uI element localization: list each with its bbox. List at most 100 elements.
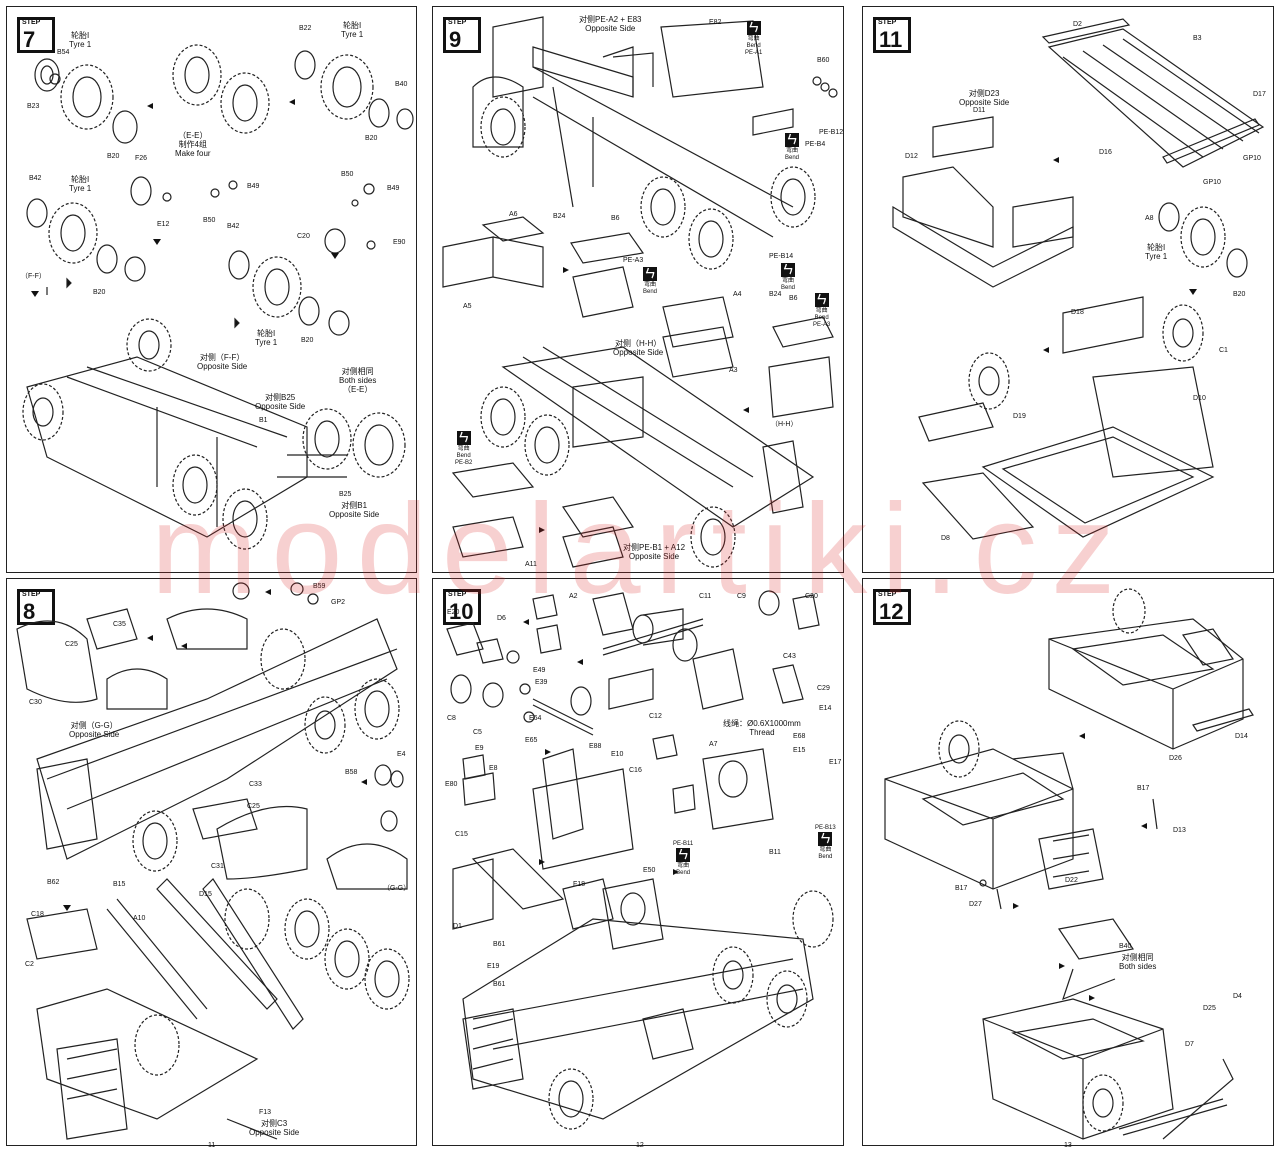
label-d22: D22 bbox=[1065, 877, 1078, 884]
label-c2: C2 bbox=[25, 961, 34, 968]
label-e50: E50 bbox=[643, 867, 656, 874]
label-d12: D12 bbox=[905, 153, 918, 160]
label-b58: B58 bbox=[345, 769, 358, 776]
label-b23: B23 bbox=[27, 103, 40, 110]
page-number-left: 11 bbox=[208, 1142, 216, 1149]
label-pe-b4: PE-B4 bbox=[805, 141, 826, 148]
label-a4: A4 bbox=[733, 291, 742, 298]
label-d7: D7 bbox=[1185, 1041, 1194, 1048]
label-e17: E17 bbox=[829, 759, 842, 766]
label-f18: F18 bbox=[573, 881, 586, 888]
label-d13: D13 bbox=[1173, 827, 1186, 834]
label-b17-b: B17 bbox=[955, 885, 968, 892]
label-b49: B49 bbox=[247, 183, 260, 190]
step-9-drawing bbox=[442, 16, 838, 568]
label-d6: D6 bbox=[497, 615, 506, 622]
label-b6: B6 bbox=[611, 215, 620, 222]
label-b54: B54 bbox=[57, 49, 70, 56]
label-b24-b: B24 bbox=[769, 291, 782, 298]
label-c43: C43 bbox=[783, 653, 796, 660]
label-c25: C25 bbox=[65, 641, 78, 648]
label-e9: E9 bbox=[475, 745, 484, 752]
label-b59: B59 bbox=[313, 583, 326, 590]
label-a11: A11 bbox=[525, 561, 537, 568]
label-d4: D4 bbox=[1233, 993, 1242, 1000]
label-b61: B61 bbox=[493, 941, 506, 948]
label-e14: E14 bbox=[819, 705, 832, 712]
label-pe-b14: PE-B14 bbox=[769, 253, 794, 260]
page-number-right: 13 bbox=[1064, 1142, 1072, 1149]
label-a2: A2 bbox=[569, 593, 578, 600]
label-hh: （H-H） bbox=[771, 421, 798, 428]
label-f13: F13 bbox=[259, 1109, 272, 1116]
label-d1: D1 bbox=[453, 923, 462, 930]
label-c11: C11 bbox=[699, 593, 712, 600]
step-7-drawing bbox=[22, 44, 414, 550]
label-e8: E8 bbox=[489, 765, 498, 772]
label-c15: C15 bbox=[455, 831, 468, 838]
label-a10: A10 bbox=[133, 915, 146, 922]
label-a6: A6 bbox=[509, 211, 518, 218]
label-b20-c: B20 bbox=[93, 289, 106, 296]
label-d8: D8 bbox=[941, 535, 950, 542]
label-a3: A3 bbox=[729, 367, 738, 374]
label-c20: C20 bbox=[805, 593, 818, 600]
label-b60: B60 bbox=[817, 57, 830, 64]
label-e4: E4 bbox=[397, 751, 406, 758]
label-c1: C1 bbox=[1219, 347, 1228, 354]
label-c30: C30 bbox=[29, 699, 42, 706]
label-c29: C29 bbox=[817, 685, 830, 692]
label-b61-b: B61 bbox=[493, 981, 506, 988]
label-c31: C31 bbox=[211, 863, 224, 870]
label-b20: B20 bbox=[107, 153, 120, 160]
label-b50: B50 bbox=[203, 217, 216, 224]
label-d18: D18 bbox=[1071, 309, 1084, 316]
label-b3: B3 bbox=[1193, 35, 1202, 42]
label-a7: A7 bbox=[709, 741, 718, 748]
step-12-drawing bbox=[884, 588, 1254, 1140]
label-e65: E65 bbox=[525, 737, 538, 744]
label-d17: D17 bbox=[1253, 91, 1266, 98]
label-e82: E82 bbox=[709, 19, 722, 26]
label-opposite-gg: 对侧（G-G）Opposite Side bbox=[69, 721, 120, 739]
label-gg: （G-G） bbox=[383, 885, 411, 892]
label-a8: A8 bbox=[1145, 215, 1154, 222]
page-number-mid: 12 bbox=[636, 1142, 644, 1149]
label-b20-d: B20 bbox=[301, 337, 314, 344]
label-e19: E19 bbox=[487, 963, 500, 970]
label-d2: D2 bbox=[1073, 21, 1082, 28]
label-d27: D27 bbox=[969, 901, 982, 908]
label-c9: C9 bbox=[737, 593, 746, 600]
label-b25: B25 bbox=[339, 491, 352, 498]
label-b15: B15 bbox=[113, 881, 126, 888]
label-c20: C20 bbox=[297, 233, 310, 240]
label-e12: E12 bbox=[157, 221, 170, 228]
label-d25: D25 bbox=[1203, 1005, 1216, 1012]
label-b40: B40 bbox=[395, 81, 408, 88]
label-b42-b: B42 bbox=[227, 223, 240, 230]
